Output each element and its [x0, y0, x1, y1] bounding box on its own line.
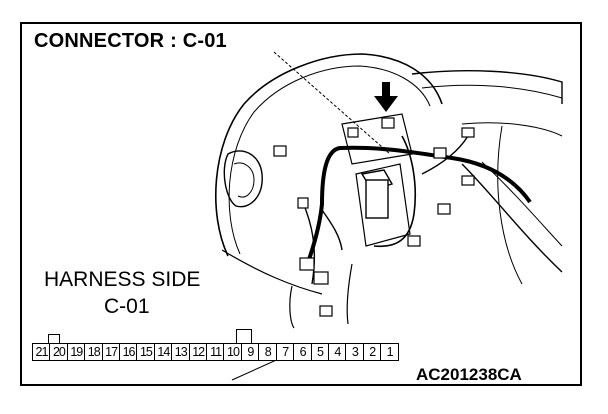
- connector-pin-3: 3: [345, 343, 365, 361]
- connector-tab-left: [48, 334, 60, 344]
- connector-pin-21: 21: [32, 343, 51, 361]
- column-left: [289, 285, 295, 329]
- ecu-box: [355, 163, 411, 247]
- dashboard-illustration: [215, 51, 563, 381]
- small-connector-5: [461, 127, 475, 138]
- connector-pin-18: 18: [84, 343, 104, 361]
- steering-wheel-rim-inner: [228, 65, 431, 255]
- harness-side-label: HARNESS SIDE: [44, 268, 201, 291]
- small-connector-1: [273, 145, 287, 157]
- column-right: [346, 263, 353, 325]
- dash-lower-edge: [461, 163, 563, 273]
- connector-pin-6: 6: [293, 343, 313, 361]
- dash-glovebox-top: [461, 122, 563, 137]
- connector-pin-2: 2: [362, 343, 382, 361]
- diagram-title: CONNECTOR : C-01: [34, 30, 227, 52]
- dash-left-bottom: [221, 249, 323, 295]
- connector-pin-1: 1: [380, 343, 400, 361]
- connector-pin-11: 11: [206, 343, 226, 361]
- column-cover: [341, 113, 413, 165]
- connector-pin-4: 4: [327, 343, 347, 361]
- dash-lower-inner: [481, 161, 563, 247]
- small-connector-2: [381, 117, 395, 129]
- left-vent-inner: [233, 162, 255, 198]
- small-connector-11: [313, 271, 329, 285]
- connector-body: [365, 179, 389, 219]
- main-harness: [304, 145, 532, 269]
- small-connector-6: [461, 175, 475, 186]
- connector-code-label: C-01: [104, 295, 150, 318]
- small-connector-8: [407, 235, 421, 247]
- connector-pin-5: 5: [310, 343, 330, 361]
- dash-top-inner: [421, 84, 563, 99]
- connector-pin-7: 7: [275, 343, 295, 361]
- connector-pin-15: 15: [136, 343, 156, 361]
- connector-pin-14: 14: [153, 343, 173, 361]
- dash-side-panel: [497, 125, 523, 285]
- harness-wire-2: [321, 209, 343, 251]
- connector-pin-9: 9: [240, 343, 260, 361]
- small-connector-9: [297, 197, 309, 209]
- left-vent: [223, 150, 263, 208]
- connector-tab-center: [236, 329, 252, 344]
- pointer-arrow: [374, 82, 398, 112]
- connector-pin-20: 20: [49, 343, 69, 361]
- small-connector-4: [433, 147, 447, 159]
- small-connector-12: [319, 305, 333, 317]
- connector-pin-19: 19: [66, 343, 86, 361]
- harness-wire-1: [373, 135, 417, 248]
- connector-pin-10: 10: [223, 343, 243, 361]
- small-connector-10: [299, 257, 315, 271]
- connector-pin-13: 13: [171, 343, 191, 361]
- dash-top-edge: [411, 70, 563, 104]
- steering-wheel-rim: [215, 53, 443, 257]
- connector-pin-17: 17: [101, 343, 121, 361]
- small-connector-7: [437, 203, 451, 215]
- small-connector-3: [347, 127, 359, 138]
- harness-wire-3: [421, 135, 469, 175]
- connector-pin-12: 12: [188, 343, 208, 361]
- figure-id: AC201238CA: [416, 365, 522, 384]
- connector-pin-16: 16: [119, 343, 139, 361]
- connector-pin-8: 8: [258, 343, 278, 361]
